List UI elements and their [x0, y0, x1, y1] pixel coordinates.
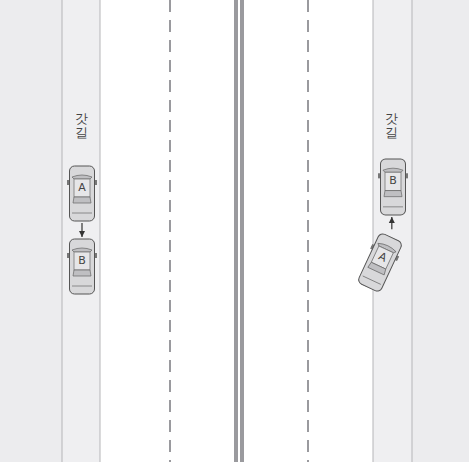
car-label: B	[74, 252, 90, 270]
car: B	[67, 238, 97, 295]
lane-line	[307, 0, 309, 462]
shoulder-label: 갓길	[385, 112, 398, 141]
motion-arrow	[389, 217, 395, 229]
car-label: B	[385, 172, 401, 190]
edge-line	[62, 0, 63, 462]
car: B	[378, 158, 408, 216]
roadside	[412, 0, 469, 462]
edge-line	[412, 0, 413, 462]
edge-line	[100, 0, 101, 462]
roadside	[0, 0, 62, 462]
car: A	[67, 165, 97, 222]
shoulder	[373, 0, 412, 462]
motion-arrow	[79, 223, 85, 237]
center-line	[240, 0, 244, 462]
car-label: A	[74, 179, 90, 197]
center-line	[234, 0, 238, 462]
shoulder-label: 갓길	[75, 112, 88, 141]
shoulder	[62, 0, 100, 462]
edge-line	[373, 0, 374, 462]
lane-line	[169, 0, 171, 462]
